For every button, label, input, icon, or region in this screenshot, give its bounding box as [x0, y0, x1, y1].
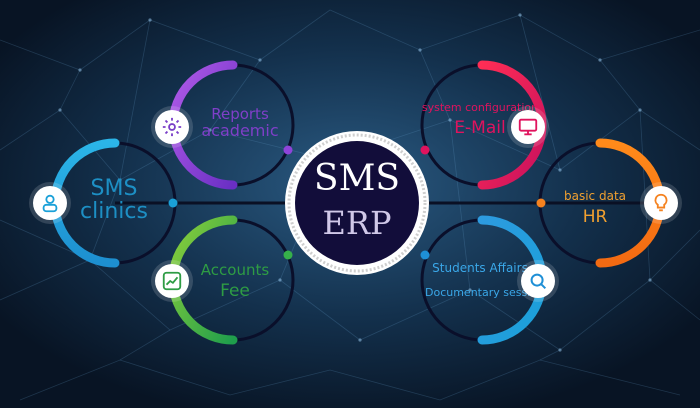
user-icon [42, 194, 58, 213]
students-label: Students Affairs Documentary session [425, 261, 544, 299]
hr-line1: basic data [564, 189, 626, 203]
sms-clinics-button[interactable] [33, 186, 67, 220]
sms-line1: SMS [90, 176, 138, 201]
search-icon [530, 273, 547, 290]
students-line2: Documentary session [425, 285, 544, 299]
accounts-fee-label: Accounts Fee [190, 261, 280, 301]
students-line1: Students Affairs [432, 261, 528, 275]
gear-icon [162, 117, 182, 137]
reports-line2: academic [201, 120, 279, 140]
email-label: system configuration E-Mail [420, 102, 540, 137]
email-button[interactable] [511, 110, 545, 144]
monitor-icon [518, 118, 538, 136]
reports-line1: Reports [211, 105, 269, 123]
email-line2: E-Mail [454, 117, 506, 138]
reports-academic-button[interactable] [155, 110, 189, 144]
accounts-fee-button[interactable] [155, 264, 189, 298]
hr-label: basic data HR [555, 190, 635, 226]
students-button[interactable] [521, 264, 555, 298]
chart-icon [162, 271, 182, 291]
hub-subtitle: ERP [322, 204, 392, 242]
reports-academic-label: Reports academic [192, 105, 288, 140]
email-line1: system configuration [421, 101, 539, 114]
hr-line2: HR [582, 206, 608, 227]
accounts-line1: Accounts [200, 261, 270, 279]
hub-core [295, 141, 419, 265]
hr-button[interactable] [644, 186, 678, 220]
sms-line2: clinics [80, 199, 148, 225]
accounts-line2: Fee [220, 280, 250, 301]
hub-title: SMS [313, 158, 401, 199]
sms-clinics-label: SMS clinics [74, 177, 154, 223]
lightbulb-icon [654, 193, 668, 212]
